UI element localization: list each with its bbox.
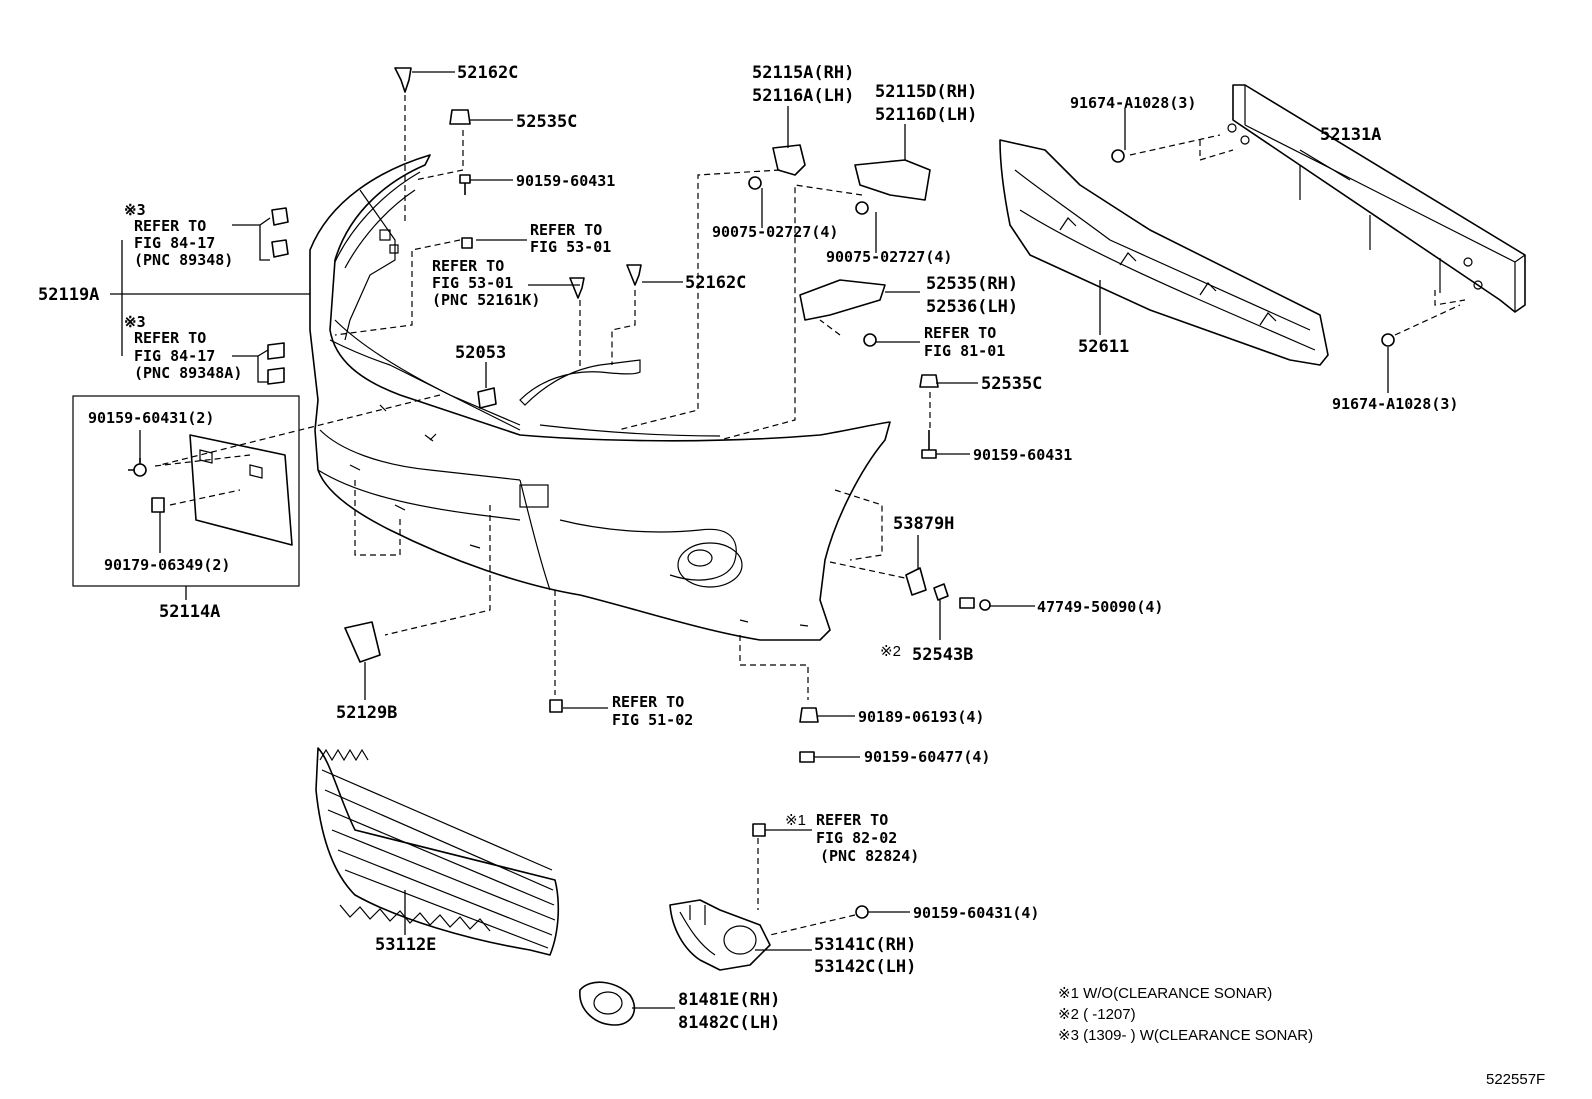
label-90159-60431-2: 90159-60431(2) bbox=[88, 409, 214, 427]
label-52115D: 52115D(RH) bbox=[875, 82, 977, 102]
label-91674-A1028-top: 91674-A1028(3) bbox=[1070, 94, 1196, 112]
lower-grille bbox=[315, 747, 560, 956]
ref5301b-line1: REFER TO bbox=[432, 257, 504, 275]
label-53879H: 53879H bbox=[893, 514, 954, 534]
label-52116D: 52116D(LH) bbox=[875, 105, 977, 125]
fog-lamp-bracket bbox=[669, 899, 771, 971]
label-52115A: 52115A(RH) bbox=[752, 63, 854, 83]
note3b-mark: ※3 bbox=[124, 313, 146, 331]
note3a-mark: ※3 bbox=[124, 201, 146, 219]
label-53112E: 53112E bbox=[375, 935, 436, 955]
label-90159-60431-right: 90159-60431 bbox=[973, 446, 1072, 464]
side-retainer-52115D bbox=[854, 159, 931, 201]
diagram-code: 522557F bbox=[1486, 1071, 1545, 1088]
legend-note1: ※1 W/O(CLEARANCE SONAR) bbox=[1058, 985, 1272, 1002]
legend-note2: ※2 ( -1207) bbox=[1058, 1006, 1136, 1023]
label-90159-60431-4: 90159-60431(4) bbox=[913, 904, 1039, 922]
bumper-reinforcement bbox=[1227, 84, 1526, 313]
side-retainer-52115A bbox=[772, 144, 806, 176]
side-support-52535 bbox=[799, 279, 886, 321]
note2-mark: ※2 bbox=[880, 643, 901, 660]
ref8101-line2: FIG 81-01 bbox=[924, 342, 1005, 360]
label-52116A: 52116A(LH) bbox=[752, 86, 854, 106]
label-81481E: 81481E(RH) bbox=[678, 990, 780, 1010]
ref5102-line1: REFER TO bbox=[612, 693, 684, 711]
energy-absorber bbox=[999, 139, 1329, 366]
ref8202-line3: (PNC 82824) bbox=[820, 847, 919, 865]
label-53141C: 53141C(RH) bbox=[814, 935, 916, 955]
fastener-icons bbox=[394, 67, 1395, 919]
note3a-line1: REFER TO bbox=[134, 217, 206, 235]
fog-lamp-cover bbox=[579, 981, 636, 1026]
sensor-retainer-53879H bbox=[905, 567, 927, 596]
note3b-line3: (PNC 89348A) bbox=[134, 364, 242, 382]
ref5301b-line2: FIG 53-01 bbox=[432, 274, 513, 292]
label-52611: 52611 bbox=[1078, 337, 1129, 357]
label-52535RH: 52535(RH) bbox=[926, 274, 1018, 294]
ref8101-line1: REFER TO bbox=[924, 324, 996, 342]
ref8202-line2: FIG 82-02 bbox=[816, 829, 897, 847]
leader-lines bbox=[110, 71, 1389, 1009]
label-90075-02727-b: 90075-02727(4) bbox=[826, 248, 952, 266]
label-52114A: 52114A bbox=[159, 602, 220, 622]
ref5102-line2: FIG 51-02 bbox=[612, 711, 693, 729]
ref5301a-line2: FIG 53-01 bbox=[530, 238, 611, 256]
part-labels: 52162C 52535C 90159-60431 ※3 REFER TO FI… bbox=[38, 63, 1545, 1088]
label-52162C-top: 52162C bbox=[457, 63, 518, 83]
label-52129B: 52129B bbox=[336, 703, 397, 723]
label-52535C-top: 52535C bbox=[516, 112, 577, 132]
label-52543B: 52543B bbox=[912, 645, 973, 665]
label-90159-60431-top: 90159-60431 bbox=[516, 172, 615, 190]
label-52536LH: 52536(LH) bbox=[926, 297, 1018, 317]
ref8202-line1: REFER TO bbox=[816, 811, 888, 829]
label-90179-06349-2: 90179-06349(2) bbox=[104, 556, 230, 574]
assembly-dash-lines bbox=[159, 95, 1466, 936]
label-52131A: 52131A bbox=[1320, 125, 1381, 145]
note1-mark: ※1 bbox=[785, 812, 806, 829]
ref5301b-line3: (PNC 52161K) bbox=[432, 291, 540, 309]
clips-89348 bbox=[267, 207, 289, 385]
note3a-line3: (PNC 89348) bbox=[134, 251, 233, 269]
label-81482C: 81482C(LH) bbox=[678, 1013, 780, 1033]
label-90075-02727-a: 90075-02727(4) bbox=[712, 223, 838, 241]
label-91674-A1028-bottom: 91674-A1028(3) bbox=[1332, 395, 1458, 413]
ref5301a-line1: REFER TO bbox=[530, 221, 602, 239]
label-90159-60477: 90159-60477(4) bbox=[864, 748, 990, 766]
bumper-cover bbox=[309, 154, 891, 641]
label-53142C: 53142C(LH) bbox=[814, 957, 916, 977]
cap-52129B bbox=[344, 621, 381, 663]
label-90189-06193: 90189-06193(4) bbox=[858, 708, 984, 726]
retainer-52053 bbox=[477, 387, 497, 409]
legend-note3: ※3 (1309- ) W(CLEARANCE SONAR) bbox=[1058, 1027, 1313, 1044]
label-52535C-right: 52535C bbox=[981, 374, 1042, 394]
label-52053: 52053 bbox=[455, 343, 506, 363]
label-52162C-mid: 52162C bbox=[685, 273, 746, 293]
note3b-line2: FIG 84-17 bbox=[134, 347, 215, 365]
note3b-line1: REFER TO bbox=[134, 329, 206, 347]
seal-52543B bbox=[933, 583, 949, 601]
label-47749-50090: 47749-50090(4) bbox=[1037, 598, 1163, 616]
label-52119A: 52119A bbox=[38, 285, 99, 305]
note3a-line2: FIG 84-17 bbox=[134, 234, 215, 252]
